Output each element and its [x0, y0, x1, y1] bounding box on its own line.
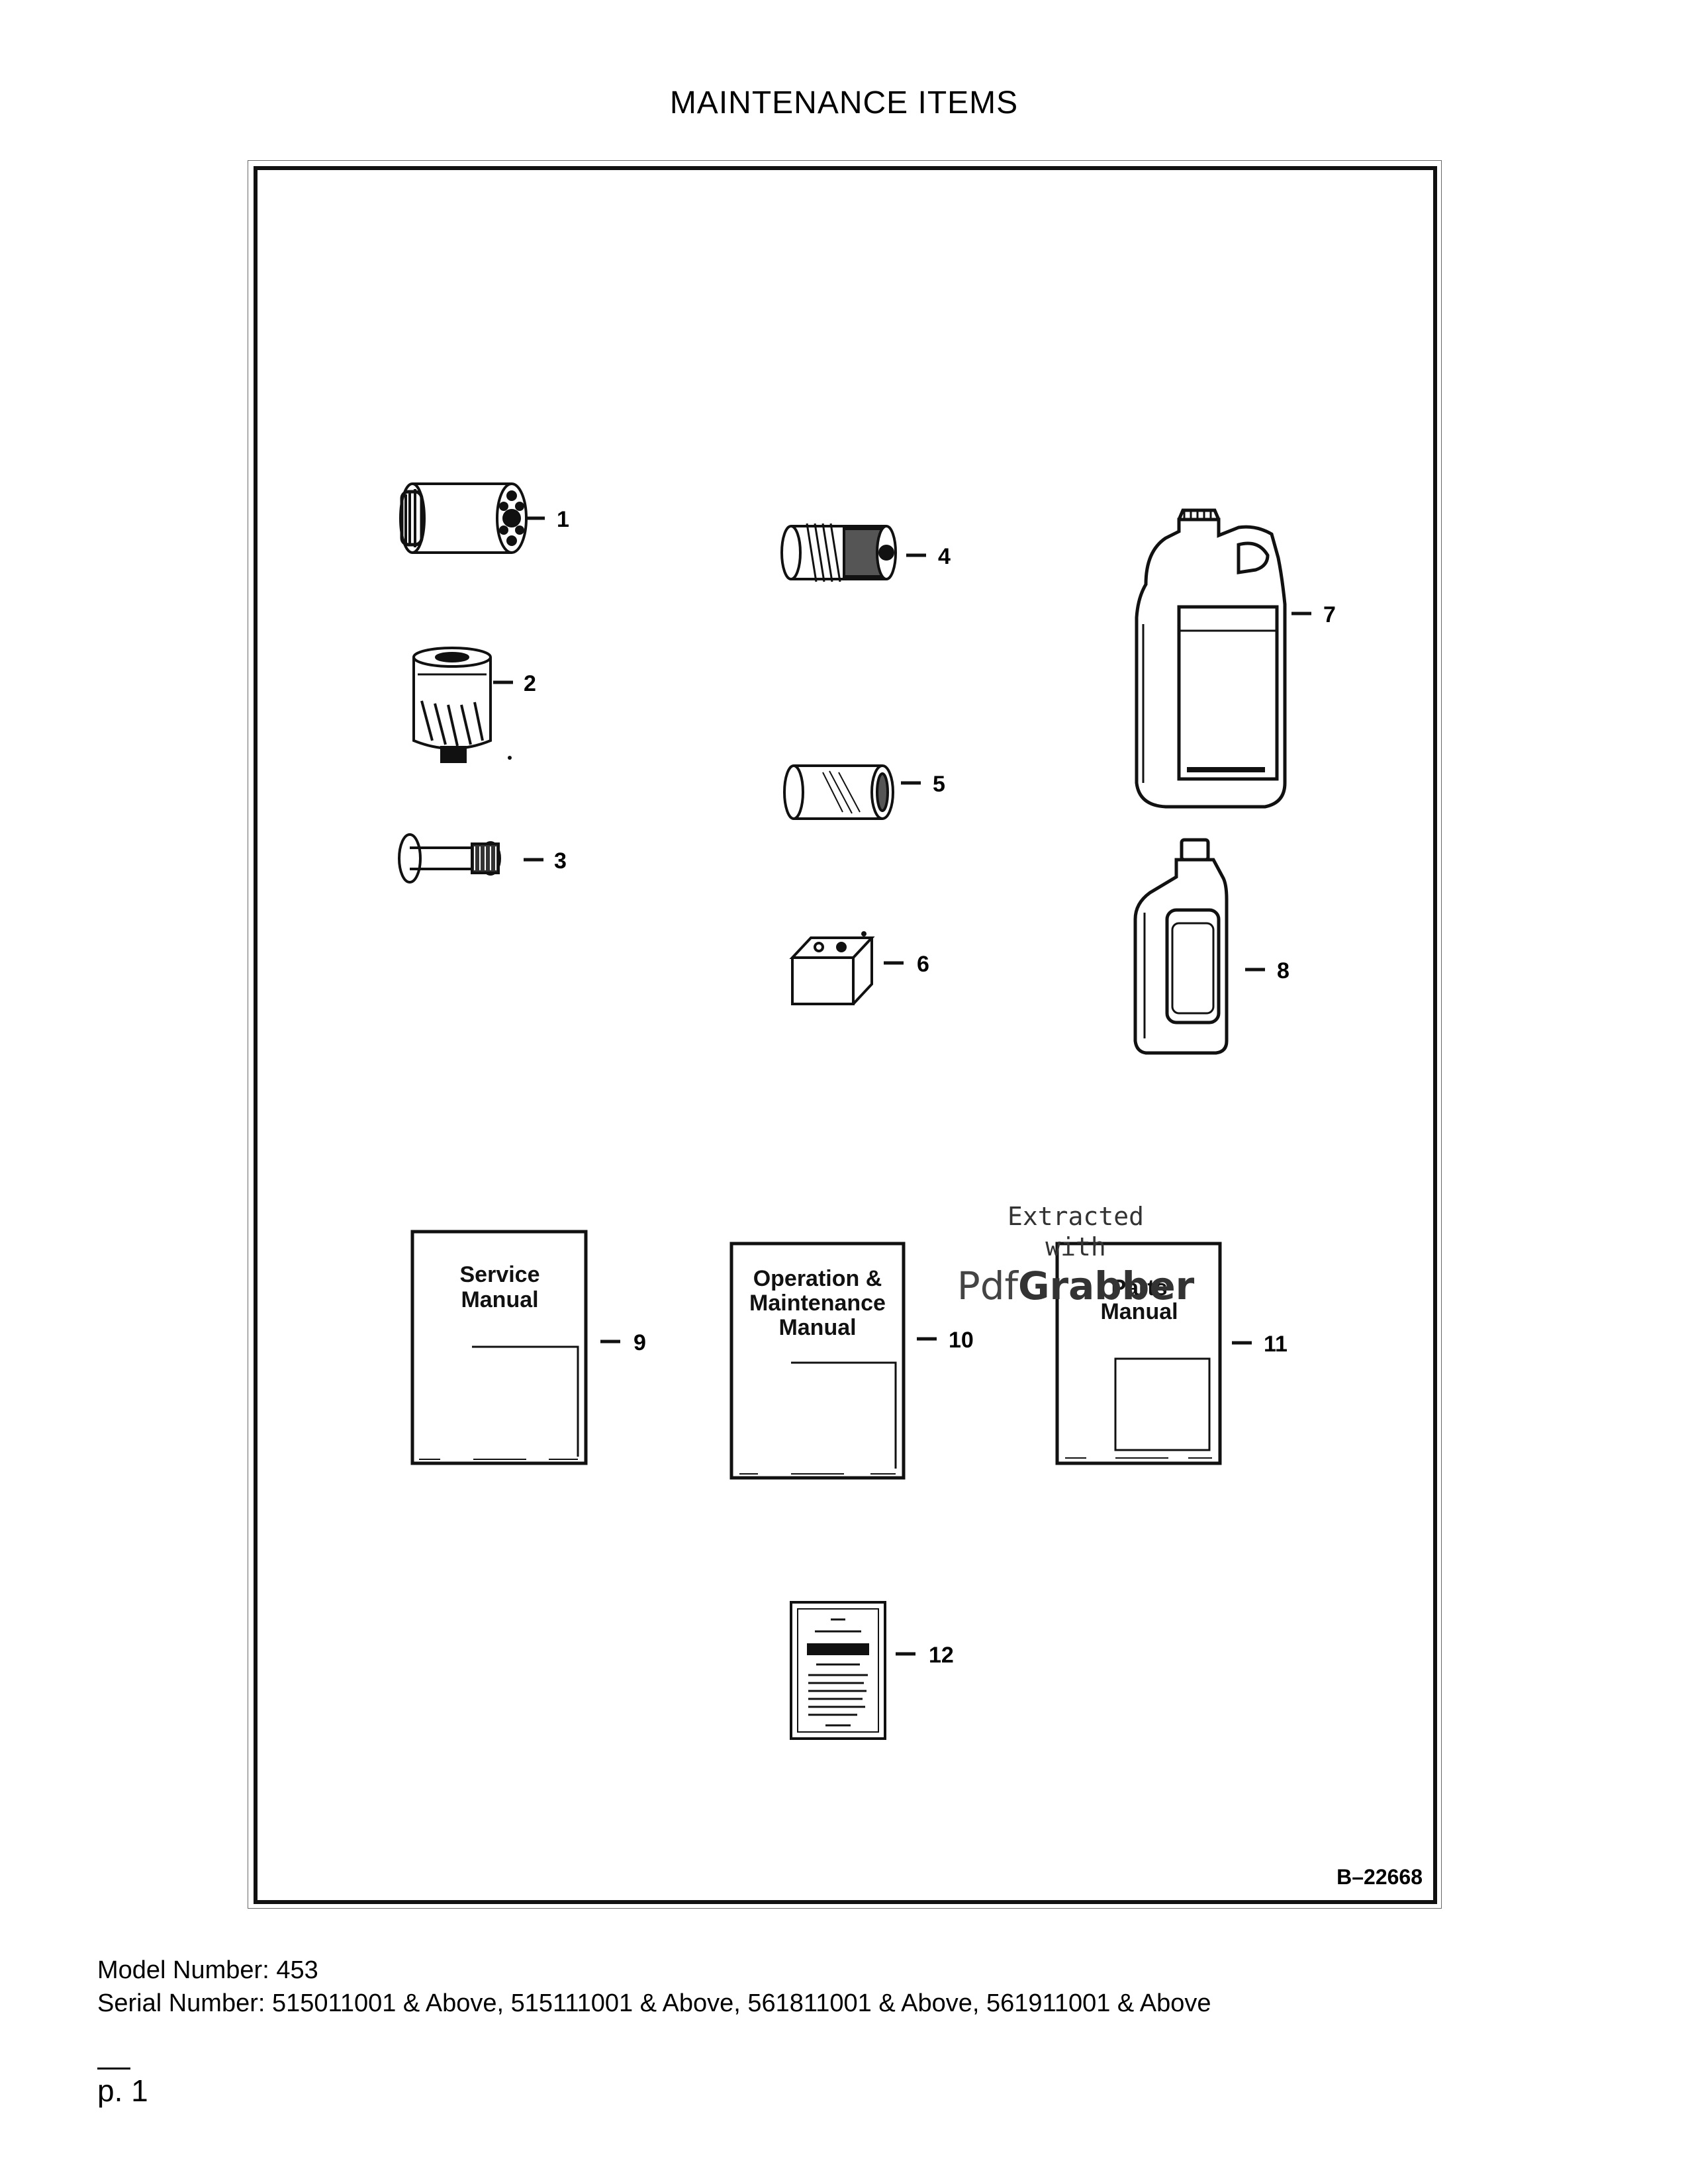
callout-8: 8 [1277, 958, 1289, 983]
watermark-brand: PdfGrabber [937, 1263, 1215, 1308]
callout-1: 1 [557, 507, 569, 532]
callout-6: 6 [917, 952, 929, 977]
callout-7: 7 [1323, 602, 1336, 627]
pdfgrabber-watermark: Extracted with PdfGrabber [937, 1201, 1215, 1308]
callout-12: 12 [929, 1643, 954, 1668]
callout-3: 3 [554, 848, 567, 874]
figure-frame: 1 2 3 [248, 160, 1442, 1909]
figure-border [254, 166, 1437, 1904]
watermark-brand-grabber: Grabber [1017, 1263, 1195, 1308]
serial-numbers: Serial Number: 515011001 & Above, 515111… [97, 1989, 1211, 2017]
operation-manual-line-3: Manual [778, 1315, 856, 1340]
hydraulic-filter-element-icon [398, 833, 501, 884]
service-manual-icon: Service Manual [410, 1230, 588, 1465]
callout-5: 5 [933, 772, 945, 797]
operation-manual-line-1: Operation & [753, 1266, 882, 1291]
battery-icon [789, 931, 875, 1005]
callout-4: 4 [938, 544, 951, 569]
safety-decal-icon [790, 1601, 886, 1740]
service-manual-line-2: Manual [461, 1287, 538, 1312]
inner-air-filter-icon [783, 764, 894, 820]
footer-rule [97, 2068, 130, 2070]
watermark-line-2: with [1045, 1232, 1106, 1261]
watermark-line-1: Extracted [1008, 1202, 1144, 1231]
figure-number: B–22668 [1336, 1865, 1423, 1889]
parts-manual-line-2: Manual [1100, 1299, 1178, 1324]
oil-filter-icon [399, 482, 528, 554]
parts-manual-line-1: Parts [1111, 1275, 1167, 1300]
watermark-brand-pdf: Pdf [957, 1263, 1018, 1308]
coolant-jug-icon [1135, 508, 1287, 809]
operation-manual-line-2: Maintenance [749, 1291, 886, 1316]
maintenance-items-illustration: 1 2 3 [398, 482, 1336, 1740]
callout-11: 11 [1264, 1332, 1288, 1357]
fuel-filter-icon [412, 647, 492, 763]
callout-2: 2 [524, 671, 536, 696]
oil-bottle-icon [1133, 838, 1229, 1055]
page-title: MAINTENANCE ITEMS [669, 85, 1019, 120]
model-number: Model Number: 453 [97, 1956, 318, 1984]
service-manual-line-1: Service [460, 1262, 540, 1287]
operation-manual-icon: Operation & Maintenance Manual [729, 1242, 906, 1480]
parts-manual-icon: Parts Manual [1055, 1242, 1222, 1465]
callout-10: 10 [949, 1328, 974, 1353]
callout-9: 9 [633, 1330, 646, 1355]
air-filter-icon [780, 523, 897, 582]
page-number: p. 1 [97, 2073, 148, 2108]
